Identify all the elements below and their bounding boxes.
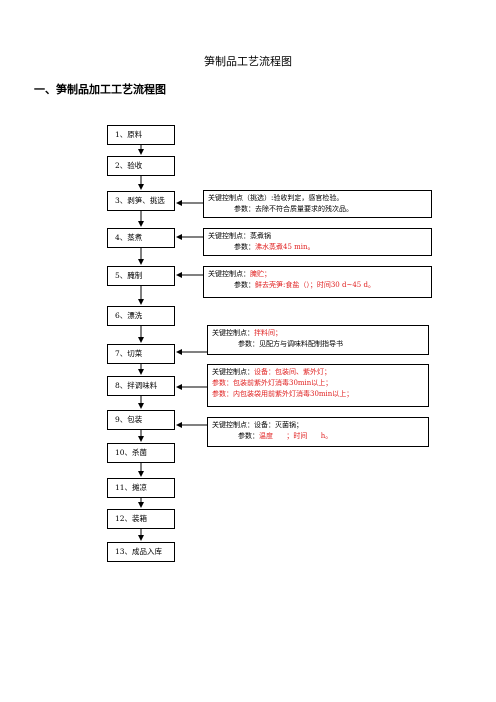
step-box: 3、剥笋、挑选: [107, 191, 175, 211]
control-note-3: 关键控制点：腌贮； 参数：鲜去壳笋:食盐（）；时间30 d~45 d。: [203, 266, 432, 298]
step-box: 5、腌制: [107, 266, 175, 286]
step-box: 8、拌调味料: [107, 376, 175, 396]
control-note-4: 关键控制点：拌料间； 参数：见配方与调味料配制指导书: [207, 325, 429, 355]
note-line: 关键控制点：蒸煮锅: [208, 232, 271, 240]
note-line: 关键控制点：设备：包装间、紫外灯；: [212, 368, 331, 376]
note-line: 关键控制点：腌贮；: [208, 270, 271, 278]
note-line: 关键控制点（挑选）:验收判定，感官检验。: [208, 194, 344, 202]
control-note-2: 关键控制点：蒸煮锅 参数：沸水蒸煮45 min。: [203, 228, 432, 256]
section-heading: 一、笋制品加工工艺流程图: [34, 83, 166, 96]
note-line: 参数：温度 ；时间 h。: [238, 432, 333, 440]
step-box: 9、包装: [107, 410, 175, 430]
note-line: 参数：去除不符合质量要求的残次品。: [234, 205, 353, 213]
note-line: 参数：包装前紫外灯消毒30min以上；: [212, 379, 333, 387]
page-title: 笋制品工艺流程图: [204, 55, 292, 68]
step-box: 11、摊凉: [107, 478, 175, 498]
step-box: 10、杀菌: [107, 443, 175, 463]
note-line: 关键控制点：设备：灭菌锅；: [212, 421, 303, 429]
note-line: 参数：见配方与调味料配制指导书: [238, 340, 343, 348]
note-line: 关键控制点：拌料间；: [212, 329, 282, 337]
note-line: 参数：沸水蒸煮45 min。: [234, 243, 315, 251]
step-box: 1、原料: [107, 125, 175, 145]
control-note-6: 关键控制点：设备：灭菌锅； 参数：温度 ；时间 h。: [207, 417, 429, 447]
control-note-5: 关键控制点：设备：包装间、紫外灯； 参数：包装前紫外灯消毒30min以上； 参数…: [207, 364, 429, 407]
step-box: 13、成品入库: [107, 542, 175, 562]
step-box: 7、切菜: [107, 344, 175, 364]
step-box: 12、装箱: [107, 509, 175, 529]
note-line: 参数：鲜去壳笋:食盐（）；时间30 d~45 d。: [234, 281, 375, 289]
step-box: 6、漂洗: [107, 306, 175, 326]
step-box: 4、蒸煮: [107, 228, 175, 248]
control-note-1: 关键控制点（挑选）:验收判定，感官检验。 参数：去除不符合质量要求的残次品。: [203, 190, 432, 218]
step-box: 2、验收: [107, 156, 175, 176]
note-line: 参数：内包装袋用前紫外灯消毒30min以上；: [212, 390, 354, 398]
